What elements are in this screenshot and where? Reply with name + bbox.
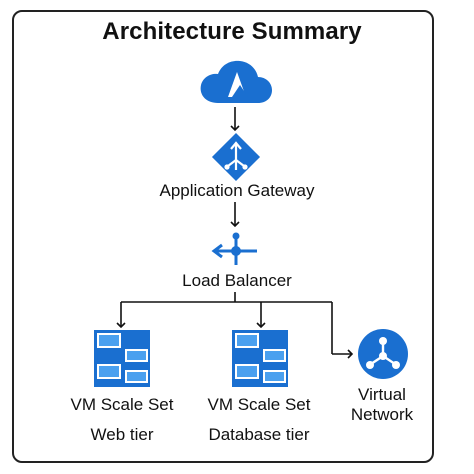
application-gateway-label: Application Gateway [159, 181, 315, 200]
vm-scale-set-web-icon [94, 330, 150, 387]
diagram-title: Architecture Summary [102, 18, 362, 45]
virtual-network-label-line2: Network [350, 405, 414, 424]
web-tier-label: Web tier [90, 425, 154, 444]
vm-scale-set-db-label: VM Scale Set [207, 395, 311, 414]
application-gateway-icon [211, 132, 261, 182]
vm-scale-set-web-label: VM Scale Set [70, 395, 174, 414]
vm-scale-set-db-icon [232, 330, 288, 387]
lb-connectors [116, 292, 354, 359]
load-balancer-icon [211, 232, 257, 265]
virtual-network-icon [358, 329, 408, 379]
load-balancer-label: Load Balancer [182, 271, 292, 290]
diagram-frame [12, 10, 434, 463]
azure-cloud-icon [200, 60, 272, 103]
database-tier-label: Database tier [208, 425, 310, 444]
virtual-network-label-line1: Virtual [358, 385, 406, 404]
